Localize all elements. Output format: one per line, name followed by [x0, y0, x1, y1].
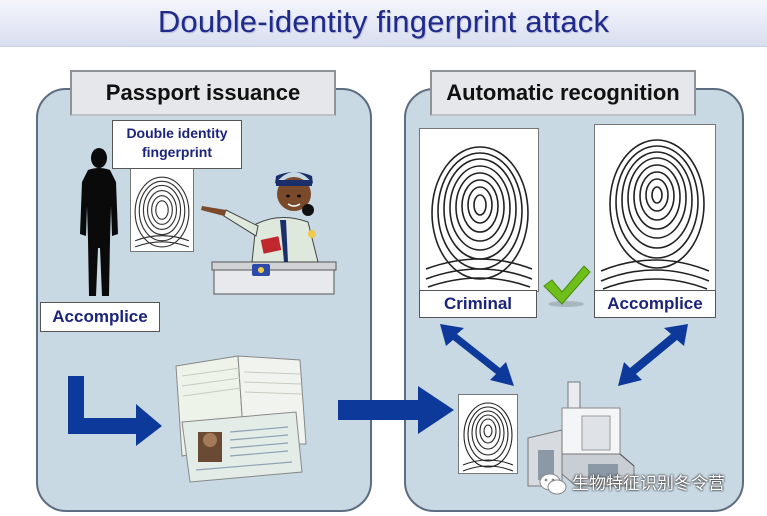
automatic-recognition-heading: Automatic recognition	[430, 70, 696, 116]
wechat-icon	[539, 473, 567, 495]
title-bar: Double-identity fingerprint attack	[0, 0, 767, 47]
issuance-flow-arrow	[68, 376, 162, 446]
accomplice-label-left: Accomplice	[40, 302, 160, 332]
double-identity-fingerprint-image	[130, 168, 194, 252]
officer-illustration-icon	[201, 172, 337, 295]
double-identity-fingerprint-label: Double identity fingerprint	[112, 120, 242, 169]
accomplice-match-arrow	[618, 324, 688, 386]
watermark-text: 生物特征识别冬令营	[572, 474, 725, 493]
person-silhouette-icon	[80, 148, 118, 296]
criminal-label: Criminal	[419, 290, 537, 318]
criminal-match-arrow	[440, 324, 514, 386]
presented-fingerprint-image	[458, 394, 518, 474]
passport-icon	[175, 355, 307, 483]
checkmark-icon	[543, 265, 591, 307]
criminal-fingerprint-image	[419, 128, 539, 292]
transfer-arrow	[338, 386, 454, 434]
passport-issuance-heading: Passport issuance	[70, 70, 336, 116]
page-title: Double-identity fingerprint attack	[157, 4, 610, 39]
accomplice-label-right: Accomplice	[594, 290, 716, 318]
border-gate-icon	[527, 381, 635, 487]
accomplice-fingerprint-image	[594, 124, 716, 292]
